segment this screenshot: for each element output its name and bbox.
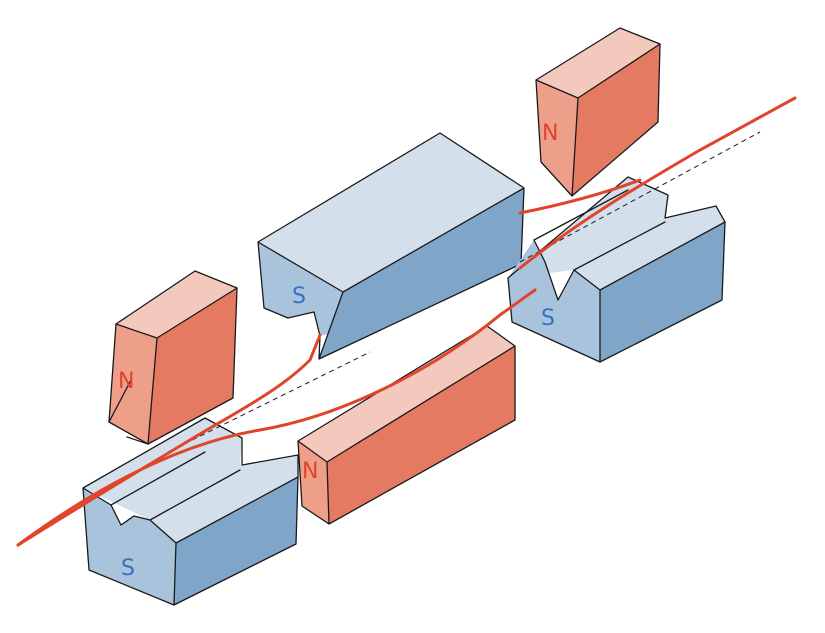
south-pole-label-middle: S [292,284,306,309]
reference-axis-dashed [167,131,761,453]
south-magnet-middle: S [257,132,525,360]
north-pole-label-middle: N [302,459,318,484]
south-pole-label-lower-left: S [121,556,135,581]
beam-trajectories [16,96,797,547]
north-magnet-middle: N [297,325,516,525]
north-pole-label: N [118,369,134,394]
south-magnet-upper-right: S [507,176,726,363]
north-magnet-upper-right: N [535,27,661,197]
north-pole-label-upper-right: N [542,121,558,146]
south-magnet-lower-left: S [82,417,299,606]
south-pole-label-upper-right: S [541,306,555,331]
north-magnet-lower-left: N [108,270,238,445]
